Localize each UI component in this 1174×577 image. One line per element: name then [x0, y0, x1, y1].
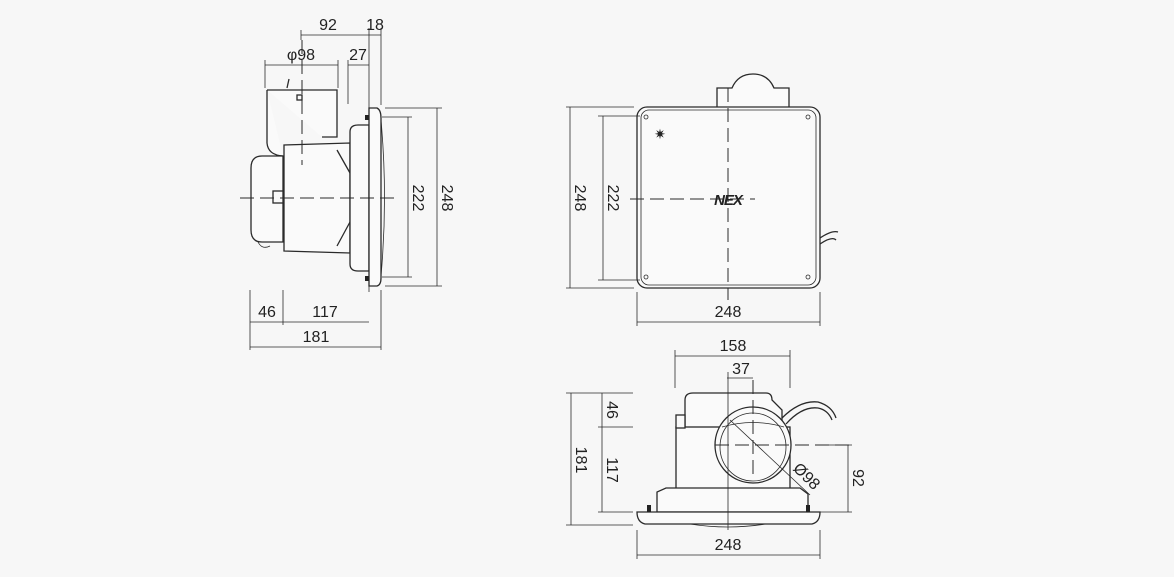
dim-92: 92: [319, 17, 337, 34]
grille-plate: [368, 107, 382, 287]
dim-158: 158: [720, 338, 747, 355]
duct-dome: [716, 73, 790, 107]
dim-92: 92: [849, 469, 866, 487]
dim-height-248: 248: [571, 185, 588, 212]
dim-18: 18: [366, 17, 384, 34]
dim-width-248: 248: [715, 304, 742, 321]
dim-width-248: 248: [715, 537, 742, 554]
dim-181: 181: [303, 329, 330, 346]
dim-27: 27: [349, 47, 367, 64]
grille-plate: [636, 511, 821, 525]
dim-117: 117: [603, 457, 620, 483]
dim-46: 46: [603, 401, 620, 419]
bottom-view: 158 37 46 117 181 92 Ø98 248: [566, 338, 866, 559]
front-view: ✷ NEX 248 222 248: [566, 73, 839, 326]
motor-housing: [250, 155, 284, 243]
dim-duct-diameter: φ98: [287, 47, 315, 64]
dim-46: 46: [258, 304, 276, 321]
dim-181: 181: [572, 447, 589, 474]
dim-37: 37: [732, 361, 750, 378]
dim-248: 248: [438, 185, 455, 212]
motor-cap: [272, 190, 284, 204]
dim-117: 117: [312, 304, 338, 321]
dim-222: 222: [409, 185, 426, 212]
fan-symbol-icon: ✷: [654, 126, 666, 142]
logo: NEX: [714, 192, 744, 209]
dim-222: 222: [604, 185, 621, 212]
base-ring: [656, 487, 809, 513]
diameter-leader: [729, 419, 811, 496]
side-view: 92 18 φ98 27 222 248 46 117 181: [240, 17, 455, 350]
